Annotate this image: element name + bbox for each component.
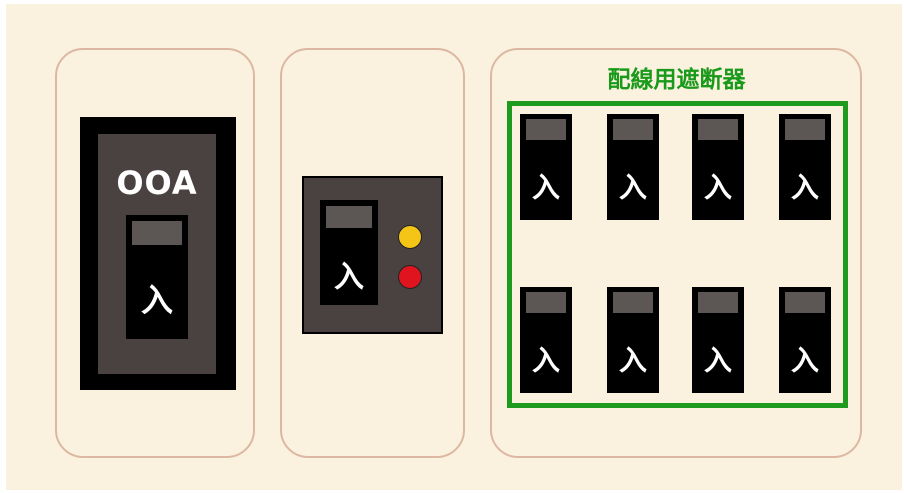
branch-breaker-toggle[interactable]: 入 xyxy=(779,287,831,393)
toggle-label: 入 xyxy=(703,344,732,377)
toggle-lever xyxy=(613,292,653,313)
branch-breakers-title: 配線用遮断器 xyxy=(607,67,746,93)
branch-breaker-toggle[interactable]: 入 xyxy=(692,287,744,393)
toggle-label: 入 xyxy=(334,260,364,295)
toggle-lever xyxy=(613,119,653,140)
toggle-label: 入 xyxy=(790,344,819,377)
toggle-lever xyxy=(132,221,182,245)
red-lamp-icon xyxy=(398,265,422,289)
toggle-lever xyxy=(526,119,566,140)
branch-breaker-toggle[interactable]: 入 xyxy=(692,114,744,220)
toggle-lever xyxy=(698,119,738,140)
toggle-label: 入 xyxy=(140,281,173,319)
branch-breaker-toggle[interactable]: 入 xyxy=(779,114,831,220)
branch-breaker-toggle[interactable]: 入 xyxy=(607,287,659,393)
toggle-label: 入 xyxy=(618,171,647,204)
toggle-lever xyxy=(785,292,825,313)
branch-breakers-highlight xyxy=(507,101,848,408)
toggle-lever xyxy=(698,292,738,313)
main-breaker-rating: OOA xyxy=(116,164,198,202)
toggle-label: 入 xyxy=(531,171,560,204)
toggle-lever xyxy=(326,206,372,228)
earth-leakage-breaker-toggle[interactable]: 入 xyxy=(320,200,378,305)
toggle-label: 入 xyxy=(618,344,647,377)
main-breaker-toggle[interactable]: 入 xyxy=(126,215,188,339)
toggle-lever xyxy=(526,292,566,313)
branch-breaker-toggle[interactable]: 入 xyxy=(607,114,659,220)
branch-breaker-toggle[interactable]: 入 xyxy=(520,114,572,220)
toggle-label: 入 xyxy=(790,171,819,204)
yellow-lamp-icon xyxy=(398,225,422,249)
toggle-label: 入 xyxy=(703,171,732,204)
toggle-label: 入 xyxy=(531,344,560,377)
branch-breaker-toggle[interactable]: 入 xyxy=(520,287,572,393)
toggle-lever xyxy=(785,119,825,140)
